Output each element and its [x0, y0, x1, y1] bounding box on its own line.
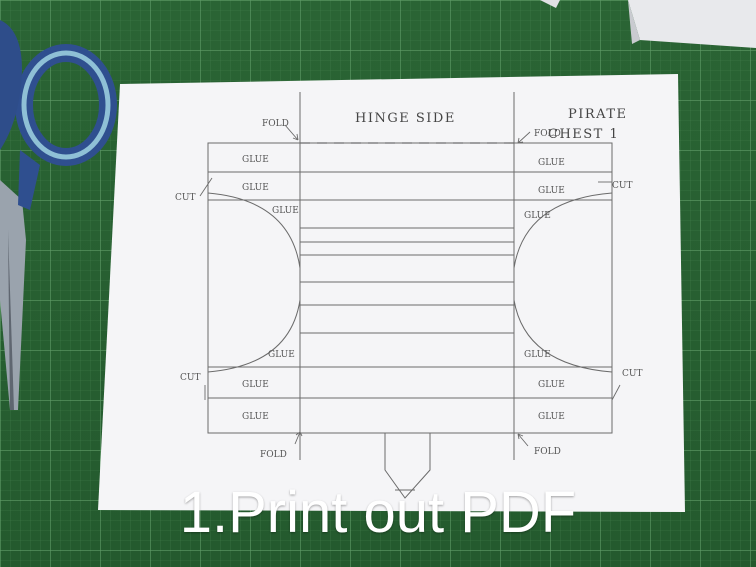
fold-label: FOLD — [260, 450, 287, 460]
hinge-side-label: HINGE SIDE — [355, 111, 456, 126]
cut-label: CUT — [612, 181, 632, 191]
glue-label: GLUE — [538, 158, 565, 168]
annotation-arrows — [199, 124, 621, 447]
glue-label: GLUE — [538, 412, 565, 422]
glue-label: GLUE — [524, 211, 551, 221]
glue-label: GLUE — [242, 412, 269, 422]
cut-label: CUT — [622, 369, 642, 379]
glue-label: GLUE — [242, 183, 269, 193]
glue-label: GLUE — [242, 380, 269, 390]
glue-label: GLUE — [272, 206, 299, 216]
title-line-2: CHEST 1 — [548, 127, 619, 142]
pencil-template-lines — [207, 92, 613, 499]
glue-label: GLUE — [538, 186, 565, 196]
glue-label: GLUE — [268, 350, 295, 360]
glue-label: GLUE — [538, 380, 565, 390]
caption-text: 1.Print out PDF — [179, 480, 577, 545]
fold-label: FOLD — [534, 129, 561, 139]
cut-label: CUT — [180, 373, 200, 383]
fold-label: FOLD — [534, 447, 561, 457]
title-line-1: PIRATE — [568, 107, 628, 122]
cut-label: CUT — [175, 193, 195, 203]
fold-label: FOLD — [262, 119, 289, 129]
paper-surface — [98, 74, 685, 512]
glue-label: GLUE — [524, 350, 551, 360]
glue-label: GLUE — [242, 155, 269, 165]
